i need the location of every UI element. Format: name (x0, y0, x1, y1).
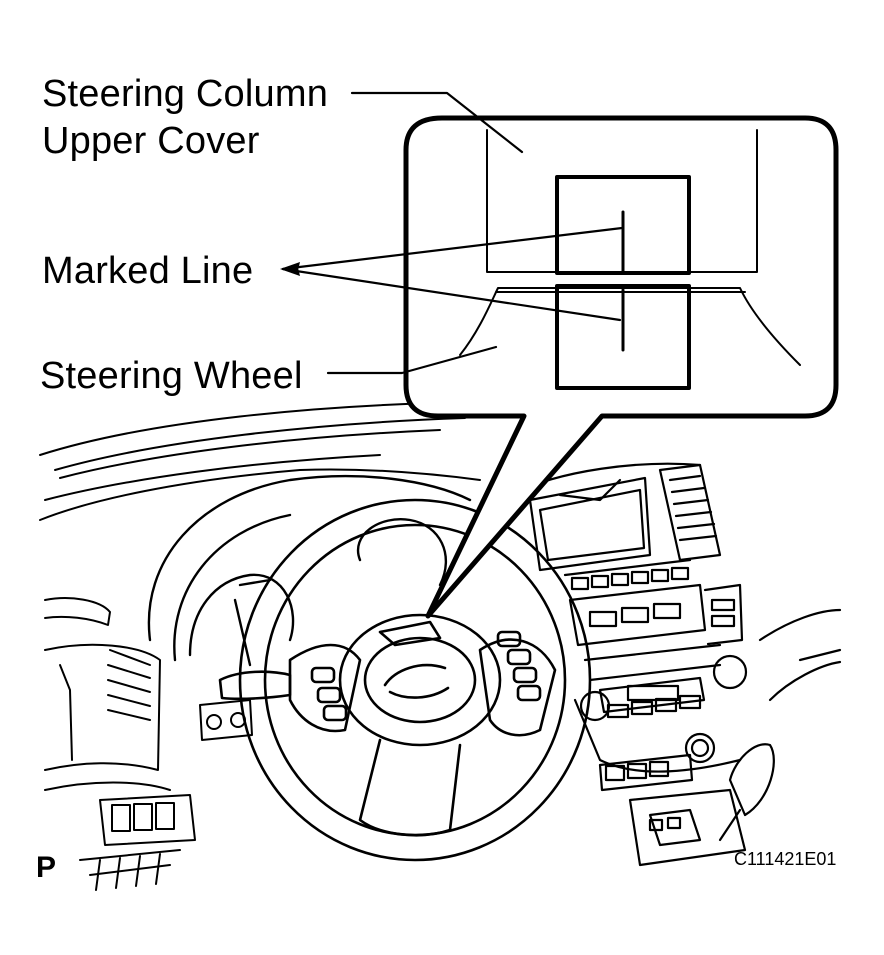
center-console (508, 462, 842, 867)
dashboard-top-edges (39, 401, 481, 521)
label-steering-wheel: Steering Wheel (40, 355, 303, 397)
instrument-cluster (147, 474, 472, 667)
steering-wheel (218, 498, 592, 862)
label-steering-column-line2: Upper Cover (42, 120, 260, 162)
lower-left-switches (79, 699, 253, 891)
label-steering-column-line1: Steering Column (42, 73, 329, 115)
leader-lines (281, 91, 624, 375)
figure-code: C111421E01 (734, 849, 837, 869)
view-marker: P (36, 851, 57, 884)
left-vent (44, 597, 171, 791)
label-marked-line: Marked Line (42, 250, 254, 292)
leader-arrowheads (280, 262, 300, 276)
callout-box (403, 115, 839, 619)
